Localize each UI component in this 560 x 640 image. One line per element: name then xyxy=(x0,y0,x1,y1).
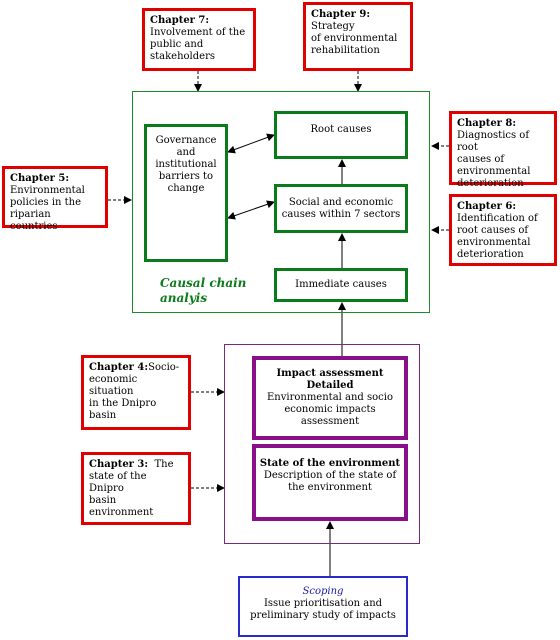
chapter-8-line-3: environmental xyxy=(457,166,531,177)
chapter-8-title: Chapter 8: xyxy=(457,118,517,129)
chapter-6-title: Chapter 6: xyxy=(457,201,517,212)
state-environment-line-2: the environment xyxy=(288,482,372,493)
chapter-7-line-2: public and xyxy=(150,39,204,50)
impact-assessment-box: Impact assessment Detailed Environmental… xyxy=(252,356,408,440)
chapter-6-line-2: root causes of xyxy=(457,225,529,236)
causal-chain-label-2: analyis xyxy=(160,291,208,305)
arrow-governance-root xyxy=(227,133,275,154)
state-environment-line-1: Description of the state of xyxy=(263,470,397,481)
root-causes-label: Root causes xyxy=(310,124,372,135)
arrow-governance-social xyxy=(227,200,275,220)
impact-assessment-subtitle: Detailed xyxy=(306,380,354,391)
chapter-3-title: Chapter 3: xyxy=(89,459,149,470)
chapter-9-line-2: of environmental xyxy=(311,33,398,44)
chapter-7-title: Chapter 7: xyxy=(150,15,210,26)
chapter-9-line-1: Strategy xyxy=(311,21,355,32)
chapter-5-title: Chapter 5: xyxy=(10,173,70,184)
chapter-5-line-3: riparian countries xyxy=(10,209,58,232)
chapter-3-line-2: basin environment xyxy=(89,495,154,518)
chapter-4-box: Chapter 4:Socio- economic situation in t… xyxy=(81,355,191,430)
scoping-box: Scoping Issue prioritisation and prelimi… xyxy=(238,576,408,637)
chapter-6-line-4: deterioration xyxy=(457,249,524,260)
chapter-9-box: Chapter 9: Strategy of environmental reh… xyxy=(303,2,413,71)
chapter-3-line-1: state of the Dnipro xyxy=(89,471,147,494)
state-environment-box: State of the environment Description of … xyxy=(252,444,408,521)
governance-line-2: and xyxy=(176,147,196,158)
governance-box: Governance and institutional barriers to… xyxy=(144,124,228,262)
social-economic-box: Social and economic causes within 7 sect… xyxy=(274,184,408,233)
chapter-5-line-1: Environmental xyxy=(10,185,85,196)
governance-line-1: Governance xyxy=(155,135,217,146)
causal-chain-label: Causal chain analyis xyxy=(160,276,246,306)
state-environment-title: State of the environment xyxy=(259,458,401,469)
chapter-7-line-1: Involvement of the xyxy=(150,27,246,38)
chapter-8-line-4: deterioration xyxy=(457,178,524,189)
scoping-title: Scoping xyxy=(302,586,344,597)
causal-chain-frame xyxy=(132,91,430,313)
impact-assessment-title: Impact assessment xyxy=(276,368,384,379)
chapter-5-line-2: policies in the xyxy=(10,197,82,208)
chapter-6-line-1: Identification of xyxy=(457,213,538,224)
governance-line-5: change xyxy=(167,183,205,194)
root-causes-box: Root causes xyxy=(274,111,408,159)
impact-assessment-line-2: economic impacts xyxy=(284,404,376,415)
causal-chain-label-1: Causal chain xyxy=(160,276,247,290)
chapter-8-line-2: causes of xyxy=(457,154,505,165)
impact-assessment-line-3: assessment xyxy=(300,416,360,427)
scoping-line-1: Issue prioritisation and xyxy=(263,598,383,609)
chapter-8-box: Chapter 8: Diagnostics of root causes of… xyxy=(449,111,557,189)
social-economic-line-2: causes within 7 sectors xyxy=(281,209,401,220)
social-economic-line-1: Social and economic xyxy=(288,197,394,208)
chapter-3-line-0: The xyxy=(154,459,174,470)
governance-line-4: barriers to xyxy=(158,171,214,182)
chapter-6-box: Chapter 6: Identification of root causes… xyxy=(449,194,557,266)
chapter-5-box: Chapter 5: Environmental policies in the… xyxy=(2,166,108,232)
impact-assessment-line-1: Environmental and socio xyxy=(267,392,393,403)
chapter-8-line-1: Diagnostics of root xyxy=(457,130,530,153)
chapter-7-box: Chapter 7: Involvement of the public and… xyxy=(142,8,256,71)
chapter-3-box: Chapter 3: The state of the Dnipro basin… xyxy=(81,452,191,525)
chapter-6-line-3: environmental xyxy=(457,237,531,248)
chapter-7-line-3: stakeholders xyxy=(150,51,215,62)
immediate-causes-label: Immediate causes xyxy=(295,279,387,290)
immediate-causes-box: Immediate causes xyxy=(274,268,408,302)
chapter-4-line-1: economic situation xyxy=(89,374,138,397)
chapter-4-line-2: in the Dnipro basin xyxy=(89,398,157,421)
chapter-4-title: Chapter 4: xyxy=(89,362,149,373)
chapter-9-title: Chapter 9: xyxy=(311,9,371,20)
scoping-line-2: preliminary study of impacts xyxy=(250,610,396,621)
governance-line-3: institutional xyxy=(155,159,217,170)
assessment-frame xyxy=(224,344,420,544)
chapter-9-line-3: rehabilitation xyxy=(311,45,380,56)
chapter-4-line-0: Socio- xyxy=(148,362,180,373)
